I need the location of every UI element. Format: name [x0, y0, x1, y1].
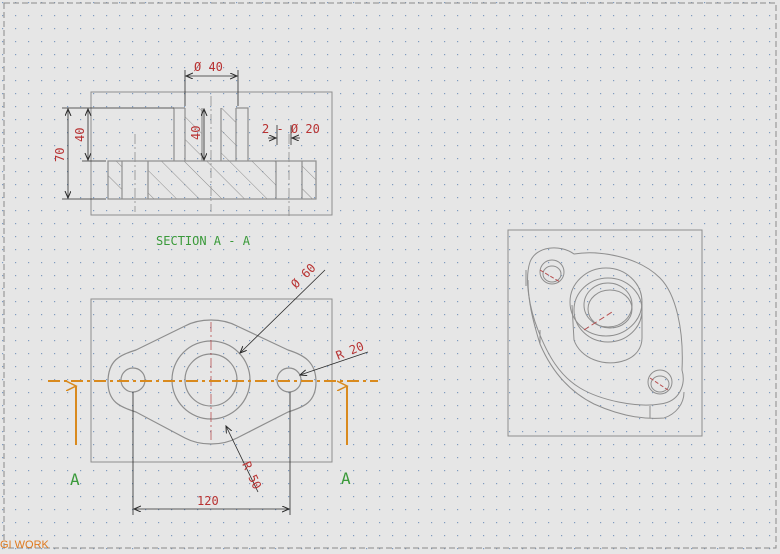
- status-label: GI WORK: [0, 539, 49, 551]
- dim-hole-dia-text: 2 - Ø 20: [262, 122, 320, 136]
- dim-hole-dia[interactable]: 2 - Ø 20: [262, 122, 320, 145]
- cutting-plane-line[interactable]: [48, 380, 378, 445]
- section-hatching: [108, 108, 316, 199]
- dim-hole-spacing[interactable]: 120: [132, 392, 291, 515]
- dim-hole-spacing-text: 120: [197, 494, 219, 508]
- dim-total-height[interactable]: 70: [53, 107, 174, 200]
- section-centerlines: [134, 96, 290, 218]
- dim-boss-height-text: 40: [189, 126, 203, 140]
- dim-boss-dia[interactable]: Ø 40: [184, 60, 239, 106]
- dim-total-height-text: 70: [53, 148, 67, 162]
- dim-flange-height[interactable]: 40: [73, 109, 106, 162]
- dim-boss-height[interactable]: 40: [189, 109, 204, 160]
- dim-boss-dia-text: Ø 40: [194, 60, 223, 74]
- section-view[interactable]: Ø 40 2 - Ø 20 70 40 40 SECTION A -: [53, 60, 333, 248]
- isometric-model: [525, 247, 685, 419]
- cut-label-left: A: [70, 470, 80, 489]
- dim-flange-height-text: 40: [73, 128, 87, 142]
- section-title: SECTION A - A: [156, 234, 251, 248]
- isometric-view-frame: [507, 229, 703, 437]
- isometric-view[interactable]: [507, 229, 703, 437]
- cut-label-right: A: [341, 469, 351, 488]
- sheet-border: [3, 2, 777, 549]
